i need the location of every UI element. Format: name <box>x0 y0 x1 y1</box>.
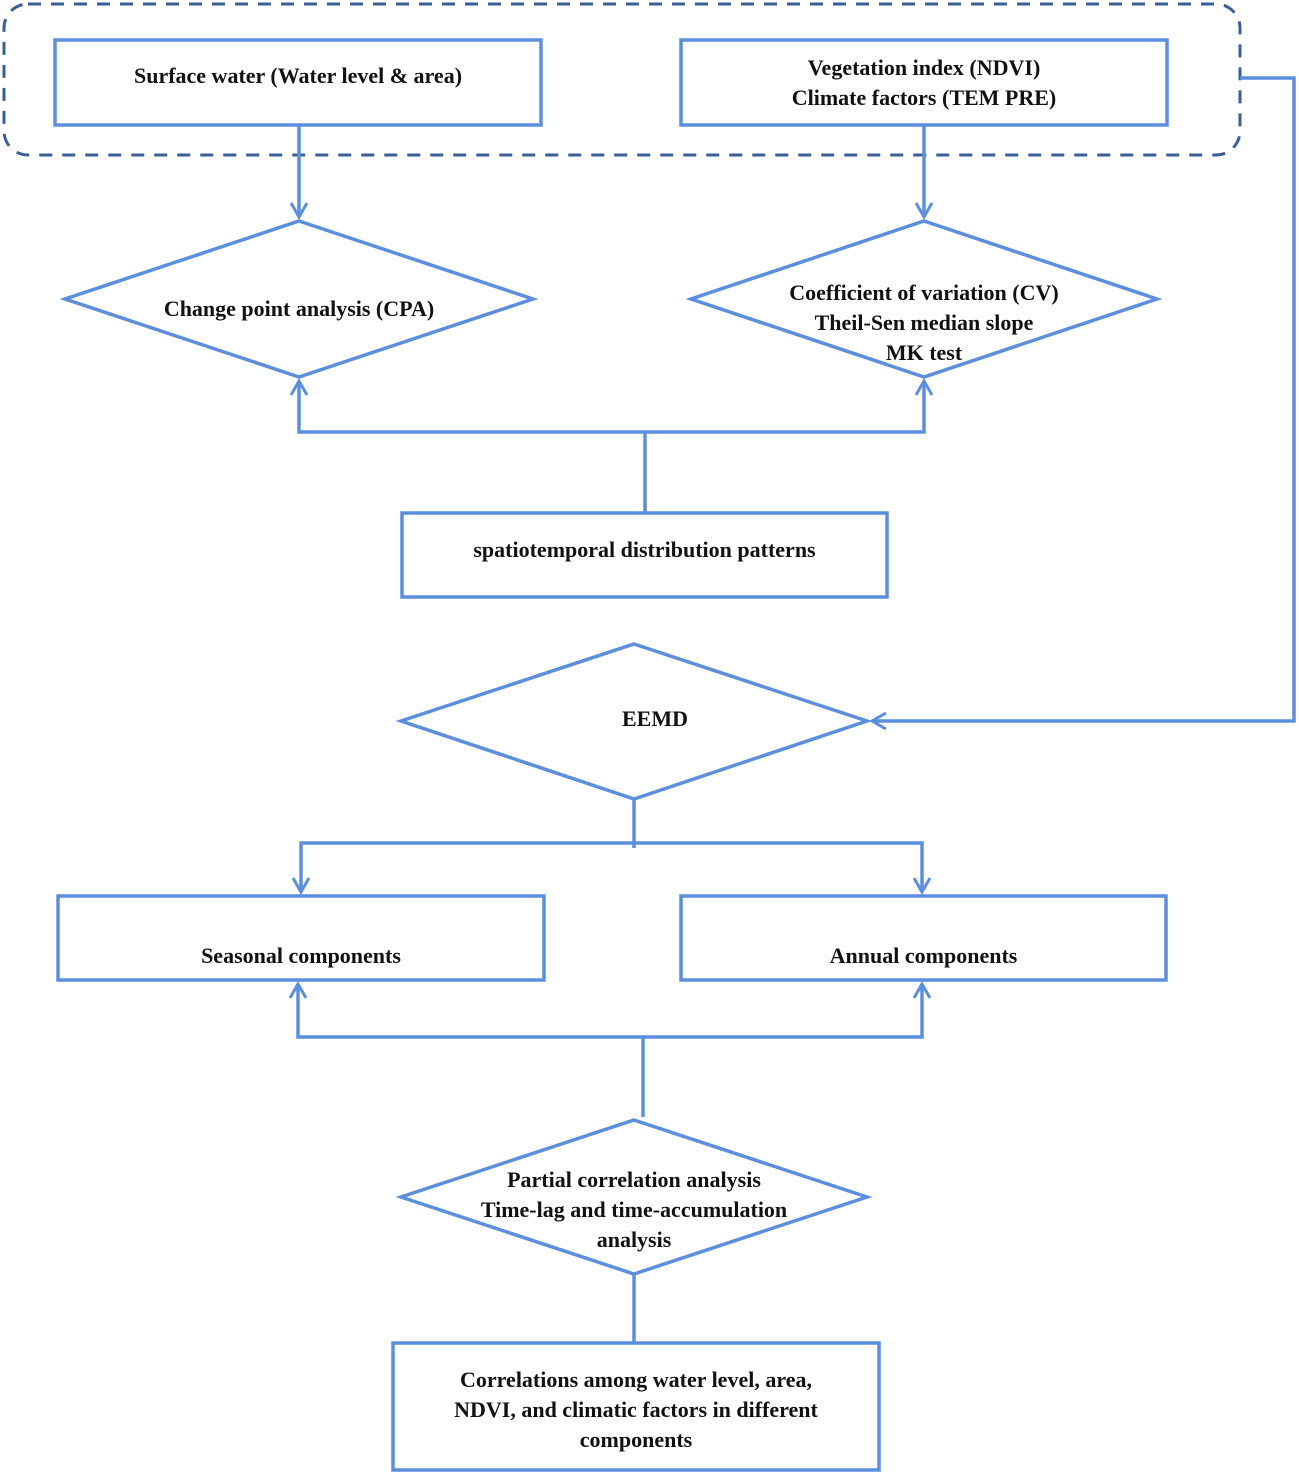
partial-correlation-text: Partial correlation analysis <box>507 1167 761 1192</box>
arrow-inputs-to-eemd <box>872 76 1296 721</box>
correlations-line-1: Correlations among water level, area, <box>460 1367 812 1392</box>
analysis-text: analysis <box>596 1227 672 1252</box>
seasonal-text: Seasonal components <box>201 943 401 968</box>
time-lag-text: Time-lag and time-accumulation <box>480 1197 788 1222</box>
correlations-label: Correlations among water level, area, ND… <box>393 1365 879 1455</box>
annual-label: Annual components <box>681 936 1166 976</box>
arrow-spatiotemporal-to-cv <box>645 381 924 434</box>
arrow-partial-to-seasonal <box>298 984 643 1039</box>
surface-water-text: Surface water (Water level & area) <box>133 63 463 88</box>
spatiotemporal-label: spatiotemporal distribution patterns <box>402 513 887 587</box>
cv-text: Coefficient of variation (CV) <box>789 280 1059 305</box>
annual-components-box <box>679 894 1168 982</box>
cpa-diamond <box>59 219 539 379</box>
correlations-line-3: components <box>579 1427 693 1452</box>
vegetation-index-text: Vegetation index (NDVI) <box>807 54 1041 80</box>
cv-label: Coefficient of variation (CV) Theil-Sen … <box>691 278 1157 368</box>
arrow-spatiotemporal-to-cpa <box>299 381 645 434</box>
eemd-label: EEMD <box>420 702 890 736</box>
eemd-text: EEMD <box>622 706 688 731</box>
arrow-eemd-to-seasonal <box>301 841 634 892</box>
cpa-label: Change point analysis (CPA) <box>65 292 533 326</box>
cpa-text: Change point analysis (CPA) <box>163 296 435 321</box>
mk-test-text: MK test <box>885 340 963 365</box>
surface-water-label: Surface water (Water level & area) <box>55 40 541 112</box>
partial-correlation-label: Partial correlation analysis Time-lag an… <box>401 1165 867 1255</box>
annual-text: Annual components <box>829 943 1018 968</box>
arrow-partial-to-annual <box>643 984 922 1039</box>
theil-sen-text: Theil-Sen median slope <box>814 310 1034 335</box>
climate-factors-text: Climate factors (TEM PRE) <box>791 84 1057 110</box>
correlations-box <box>391 1341 881 1472</box>
correlations-line-2: NDVI, and climatic factors in different <box>454 1397 818 1422</box>
arrow-eemd-to-annual <box>634 841 922 892</box>
seasonal-label: Seasonal components <box>58 936 544 976</box>
cv-diamond <box>685 219 1163 379</box>
spatiotemporal-text: spatiotemporal distribution patterns <box>473 537 816 562</box>
vegetation-climate-label: Vegetation index (NDVI) Climate factors … <box>681 40 1167 125</box>
seasonal-components-box <box>56 894 546 982</box>
